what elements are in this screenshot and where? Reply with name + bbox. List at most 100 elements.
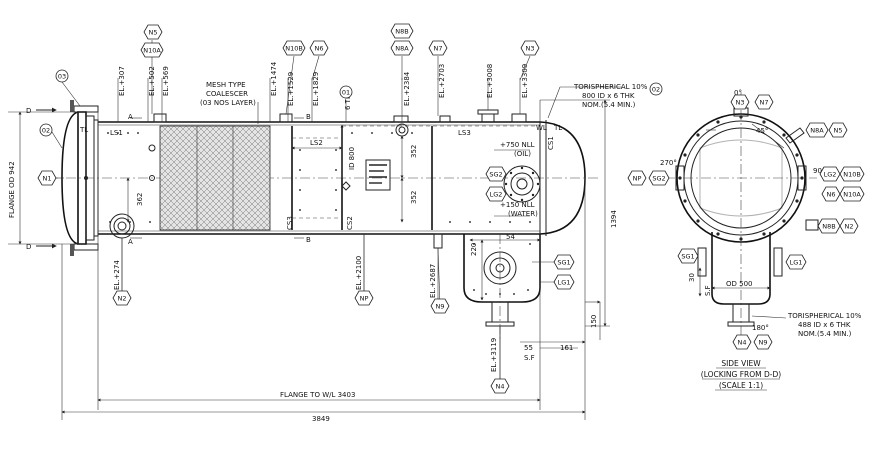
side-tag-n8b: N8B xyxy=(817,218,841,234)
svg-text:N8B: N8B xyxy=(395,28,408,36)
tag-sg1: SG1 xyxy=(553,254,575,270)
nozzle-tags: N5 N10A N10B N6 N8B N8A N7 N3 N1 N2 NP N… xyxy=(37,23,663,394)
torispherical-top-label: TORISPHERICAL 10% xyxy=(573,83,648,91)
side-tag-np: NP xyxy=(627,170,647,186)
svg-text:N4: N4 xyxy=(496,383,505,391)
el-3309: EL.+3309 xyxy=(521,64,529,98)
svg-text:N9: N9 xyxy=(759,339,768,347)
side-tag-n9: N9 xyxy=(753,334,773,350)
tl-right-label: TL xyxy=(553,124,562,132)
side-tag-sg1: SG1 xyxy=(677,248,699,264)
section-d-top: D xyxy=(26,107,31,115)
side-tag-n10a: N10A xyxy=(839,186,865,202)
tag-n10a: N10A xyxy=(140,42,164,58)
water-label: (WATER) xyxy=(508,210,538,218)
ls1-label: LS1 xyxy=(110,129,123,137)
flange-to-wl-label: FLANGE TO W/L 3403 xyxy=(280,391,355,399)
nozzle-n10a xyxy=(148,144,156,152)
svg-text:N4: N4 xyxy=(738,339,747,347)
svg-text:SG1: SG1 xyxy=(681,253,694,261)
mesh-label: MESH TYPE xyxy=(206,81,246,89)
svg-text:SG2: SG2 xyxy=(489,171,502,179)
side-view-title: SIDE VIEW xyxy=(721,359,761,368)
side-tag-n5: N5 xyxy=(828,122,848,138)
dim-220: 220 xyxy=(470,243,478,256)
tag-n6: N6 xyxy=(309,40,329,56)
side-view-scale: (SCALE 1:1) xyxy=(719,381,763,390)
svg-text:SG1: SG1 xyxy=(557,259,570,267)
overall-length-label: 3849 xyxy=(312,415,330,423)
tag-sg2: SG2 xyxy=(485,166,507,182)
dim-352-top: 352 xyxy=(410,145,418,158)
nozzle-n1 xyxy=(84,176,88,180)
flange-od-label: FLANGE OD 942 xyxy=(8,161,16,218)
angle-0: 0° xyxy=(734,89,742,97)
svg-text:N8A: N8A xyxy=(395,45,409,53)
el-2687: EL.+2687 xyxy=(429,264,437,298)
section-b-bottom: B xyxy=(306,236,311,244)
dim-54: 54 xyxy=(506,233,515,241)
cs3-label: CS3 xyxy=(286,216,294,230)
svg-text:LG2: LG2 xyxy=(490,191,503,199)
el-3008: EL.+3008 xyxy=(486,64,494,98)
svg-text:N10B: N10B xyxy=(843,171,861,179)
side-torispherical-size: 488 ID x 6 THK xyxy=(798,321,851,329)
thk-6-label: 6 THK xyxy=(344,89,352,110)
note-01: 01 xyxy=(339,85,353,99)
tag-n7: N7 xyxy=(428,40,448,56)
mesh-coalescer xyxy=(159,125,271,231)
side-torispherical-thk: NOM.(5.4 MIN.) xyxy=(798,330,852,338)
nozzle-n8b xyxy=(393,115,409,123)
id-800-label: ID 800 xyxy=(348,147,356,170)
dim-161: 161 xyxy=(560,344,573,352)
svg-text:N10A: N10A xyxy=(143,47,161,55)
svg-text:LG1: LG1 xyxy=(558,279,571,287)
svg-text:01: 01 xyxy=(342,89,350,97)
svg-text:LG2: LG2 xyxy=(824,171,837,179)
tag-n5: N5 xyxy=(143,24,163,40)
angle-90: 90° xyxy=(813,167,825,175)
svg-text:N10B: N10B xyxy=(285,45,303,53)
tag-n4: N4 xyxy=(490,378,510,394)
side-dim-30: 30 xyxy=(688,273,696,282)
side-view-subtitle: (LOCKING FROM D-D) xyxy=(701,370,781,379)
svg-text:NP: NP xyxy=(360,295,369,303)
top-bolt xyxy=(73,105,99,113)
tag-lg1: LG1 xyxy=(553,274,575,290)
side-view: 0° 90° 180° 270° 45° OD 500 30 S.F TORIS… xyxy=(627,89,865,391)
side-tag-n10b: N10B xyxy=(839,166,865,182)
svg-text:N2: N2 xyxy=(118,295,127,303)
side-sf: S.F xyxy=(704,285,712,296)
bottom-bolt xyxy=(73,243,99,251)
name-plate xyxy=(365,159,391,191)
svg-text:N7: N7 xyxy=(760,99,769,107)
section-d-bottom: D xyxy=(26,243,31,251)
tag-n2: N2 xyxy=(112,290,132,306)
tag-n3: N3 xyxy=(520,40,540,56)
dim-352-bottom: 352 xyxy=(410,191,418,204)
leader-lines xyxy=(51,40,622,380)
section-a-top: A xyxy=(128,113,133,121)
side-tag-n2: N2 xyxy=(839,218,859,234)
side-tag-lg1: LG1 xyxy=(785,254,807,270)
section-a-bottom: A xyxy=(128,238,133,246)
section-b-top: B xyxy=(306,113,311,121)
svg-text:N3: N3 xyxy=(736,99,745,107)
dim-1394: 1394 xyxy=(610,210,618,228)
el-502: EL.+502 xyxy=(148,66,156,96)
svg-text:N6: N6 xyxy=(827,191,836,199)
svg-text:N9: N9 xyxy=(436,303,445,311)
svg-text:02: 02 xyxy=(652,86,660,94)
note-03: 03 xyxy=(55,69,69,83)
note-02-right: 02 xyxy=(649,82,663,96)
el-2703: EL.+2703 xyxy=(438,64,446,98)
tag-n9: N9 xyxy=(430,298,450,314)
svg-text:N5: N5 xyxy=(149,29,158,37)
dim-150: 150 xyxy=(590,315,598,328)
torispherical-top-thk: NOM.(5.4 MIN.) xyxy=(582,101,636,109)
oil-label: (OIL) xyxy=(514,150,531,158)
nozzle-n9 xyxy=(433,233,443,249)
torispherical-top-size: 800 ID x 6 THK xyxy=(582,92,635,100)
angle-45: 45° xyxy=(756,127,768,135)
